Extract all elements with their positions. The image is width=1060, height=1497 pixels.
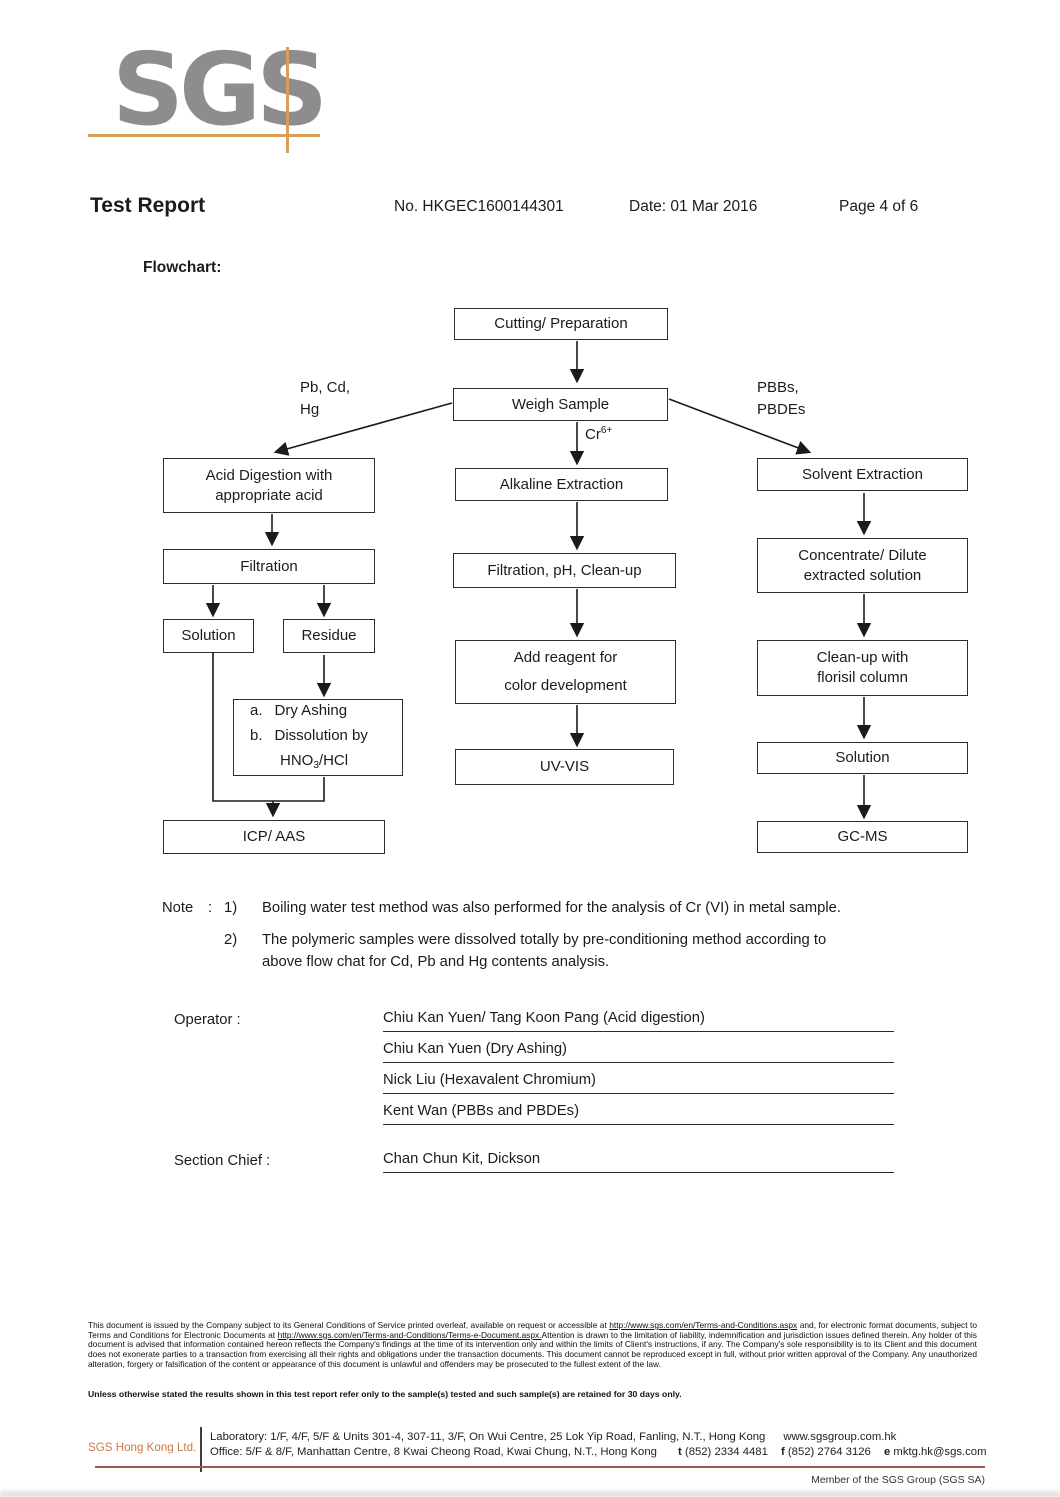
flowchart-heading: Flowchart: bbox=[143, 259, 222, 276]
operator-signature-line: Chiu Kan Yuen (Dry Ashing) bbox=[383, 1041, 894, 1063]
page-indicator: Page 4 of 6 bbox=[839, 198, 919, 215]
section-chief-signature-line: Chan Chun Kit, Dickson bbox=[383, 1151, 894, 1173]
branch-label-cr6: Cr6+ bbox=[585, 425, 613, 443]
website: www.sgsgroup.com.hk bbox=[783, 1431, 897, 1443]
note-colon: : bbox=[208, 900, 213, 916]
flow-box-line: florisil column bbox=[817, 669, 908, 686]
page-title: Test Report bbox=[90, 194, 206, 217]
flow-box-line: Acid Digestion with bbox=[205, 466, 333, 484]
flow-box-cutting-preparation: Cutting/ Preparation bbox=[454, 308, 668, 340]
flow-box-solvent-extraction: Solvent Extraction bbox=[757, 458, 968, 491]
note-2-number: 2) bbox=[224, 932, 238, 948]
laboratory-address: Laboratory: 1/F, 4/F, 5/F & Units 301-4,… bbox=[210, 1431, 897, 1443]
flow-box-solution-right: Solution bbox=[757, 742, 968, 774]
email-label: e bbox=[883, 1446, 891, 1458]
terms-e-document-link[interactable]: http://www.sgs.com/en/Terms-and-Conditio… bbox=[277, 1329, 542, 1340]
note-1-text: Boiling water test method was also perfo… bbox=[262, 900, 841, 916]
logo-horizontal-accent-line bbox=[88, 134, 320, 137]
section-chief-label: Section Chief : bbox=[174, 1153, 271, 1169]
flow-box-line: extracted solution bbox=[803, 566, 922, 584]
flow-box-dry-ashing: a.Dry Ashing b.Dissolution by HNO3/HCl bbox=[233, 699, 403, 776]
tel-number: (852) 2334 4481 bbox=[684, 1446, 768, 1458]
operator-label: Operator : bbox=[174, 1012, 241, 1028]
flow-box-concentrate-dilute: Concentrate/ Dilute extracted solution bbox=[757, 538, 968, 593]
fax-number: (852) 2764 3126 bbox=[787, 1446, 871, 1458]
flow-box-acid-digestion: Acid Digestion with appropriate acid bbox=[163, 458, 375, 513]
report-number: No. HKGEC1600144301 bbox=[394, 198, 564, 215]
sample-retention-note: Unless otherwise stated the results show… bbox=[88, 1389, 682, 1399]
legal-disclaimer: This document is issued by the Company s… bbox=[88, 1320, 977, 1369]
flow-box-gc-ms: GC-MS bbox=[757, 821, 968, 853]
flow-box-filtration-ph-cleanup: Filtration, pH, Clean-up bbox=[453, 553, 676, 588]
terms-conditions-link[interactable]: http://www.sgs.com/en/Terms-and-Conditio… bbox=[609, 1320, 798, 1330]
flow-box-line: Clean-up with bbox=[816, 649, 909, 667]
flow-box-line: b.Dissolution by bbox=[250, 726, 368, 744]
flow-box-line: color development bbox=[504, 677, 627, 694]
flow-box-cleanup-florisil: Clean-up with florisil column bbox=[757, 640, 968, 696]
operator-signature-line: Nick Liu (Hexavalent Chromium) bbox=[383, 1072, 894, 1094]
report-date: Date: 01 Mar 2016 bbox=[629, 198, 758, 215]
flow-box-line: Concentrate/ Dilute bbox=[798, 546, 927, 564]
operator-signature-line: Chiu Kan Yuen/ Tang Koon Pang (Acid dige… bbox=[383, 1010, 894, 1032]
flow-box-alkaline-extraction: Alkaline Extraction bbox=[455, 468, 668, 501]
sgs-logo: SGS bbox=[112, 31, 328, 148]
company-name: SGS Hong Kong Ltd. bbox=[88, 1441, 197, 1454]
flow-box-solution-left: Solution bbox=[163, 619, 254, 653]
note-2-text-line2: above flow chat for Cd, Pb and Hg conten… bbox=[262, 954, 610, 970]
flow-box-line: a.Dry Ashing bbox=[250, 701, 348, 719]
branch-label-pb-cd-hg: Pb, Cd, Hg bbox=[300, 379, 351, 418]
logo-vertical-accent-line bbox=[286, 47, 289, 153]
flow-box-line: appropriate acid bbox=[215, 486, 323, 504]
footer-rule bbox=[95, 1466, 985, 1468]
footer-divider bbox=[200, 1427, 202, 1472]
flow-box-weigh-sample: Weigh Sample bbox=[453, 388, 668, 421]
email-address: mktg.hk@sgs.com bbox=[893, 1446, 987, 1458]
flow-box-uv-vis: UV-VIS bbox=[455, 749, 674, 785]
office-address: Office: 5/F & 8/F, Manhattan Centre, 8 K… bbox=[210, 1446, 987, 1458]
fax-label: f bbox=[781, 1446, 785, 1458]
note-2-text-line1: The polymeric samples were dissolved tot… bbox=[262, 932, 827, 948]
flow-box-add-reagent: Add reagent for color development bbox=[455, 640, 676, 704]
tel-label: t bbox=[678, 1446, 682, 1458]
flow-box-residue: Residue bbox=[283, 619, 375, 653]
sgs-group-membership: Member of the SGS Group (SGS SA) bbox=[811, 1474, 985, 1486]
flow-box-filtration: Filtration bbox=[163, 549, 375, 584]
operator-signature-line: Kent Wan (PBBs and PBDEs) bbox=[383, 1103, 894, 1125]
note-label: Note bbox=[162, 900, 194, 916]
branch-label-pbbs-pbdes: PBBs, PBDEs bbox=[757, 379, 806, 418]
page-edge-shadow bbox=[0, 1488, 1060, 1497]
flow-box-line: HNO3/HCl bbox=[280, 751, 349, 771]
note-1-number: 1) bbox=[224, 900, 238, 916]
flow-box-icp-aas: ICP/ AAS bbox=[163, 820, 385, 854]
flow-box-line: Add reagent for bbox=[513, 649, 618, 666]
